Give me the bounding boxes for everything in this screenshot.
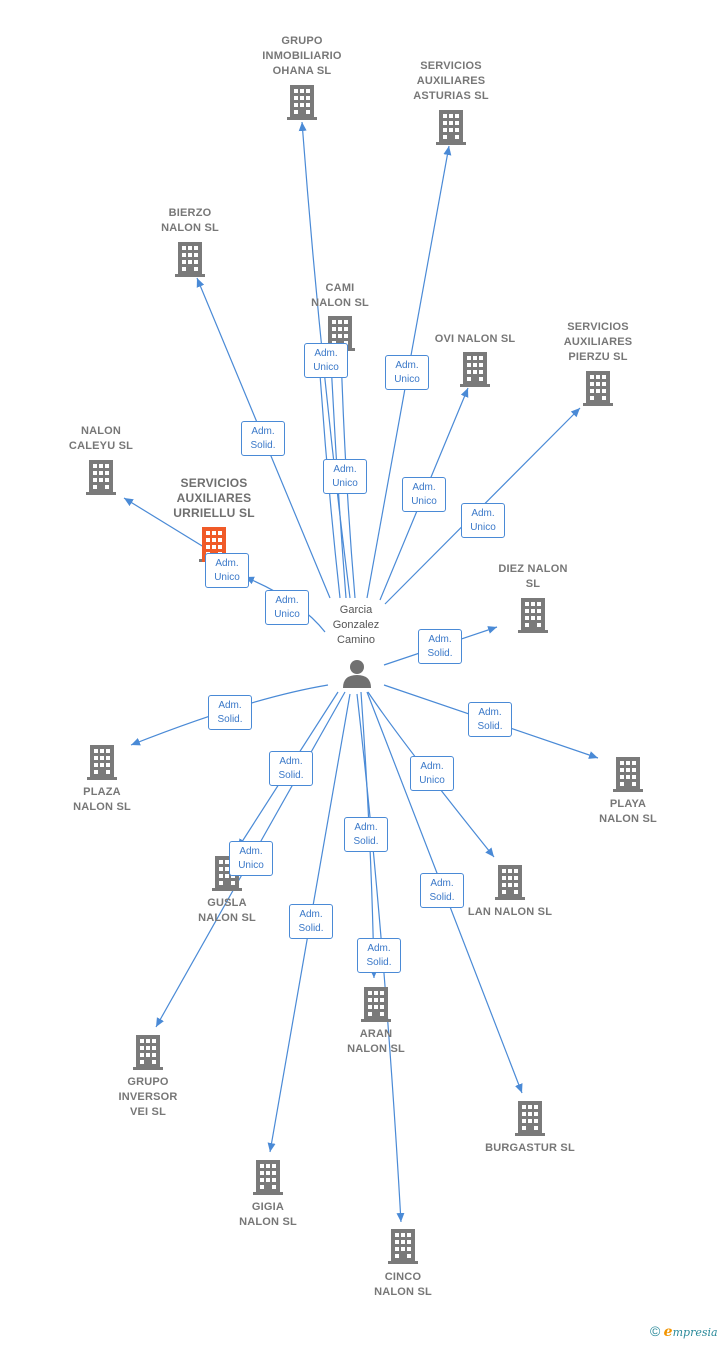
building-icon[interactable] bbox=[388, 1229, 418, 1264]
company-name-plaza-nalon[interactable]: PLAZA NALON SL bbox=[73, 786, 131, 813]
person-name[interactable]: Garcia Gonzalez Camino bbox=[332, 604, 380, 646]
relation-label-grupo-inversor-vei[interactable]: Adm. Unico bbox=[229, 841, 273, 876]
company-name-lan-nalon[interactable]: LAN NALON SL bbox=[467, 906, 553, 918]
building-icon[interactable] bbox=[460, 352, 490, 387]
building-icon[interactable] bbox=[87, 745, 117, 780]
company-name-nalon-caleyu[interactable]: NALON CALEYU SL bbox=[68, 425, 134, 452]
building-icon[interactable] bbox=[253, 1160, 283, 1195]
company-name-servicios-auxiliares-pierzu[interactable]: SERVICIOS AUXILIARES PIERZU SL bbox=[563, 321, 633, 363]
company-name-servicios-auxiliares-urriellu[interactable]: SERVICIOS AUXILIARES URRIELLU SL bbox=[173, 476, 255, 520]
building-icon[interactable] bbox=[583, 371, 613, 406]
company-name-burgastur[interactable]: BURGASTUR SL bbox=[485, 1142, 575, 1154]
company-name-diez-nalon[interactable]: DIEZ NALON SL bbox=[498, 563, 568, 590]
building-icon[interactable] bbox=[436, 110, 466, 145]
relation-label-bierzo-nalon[interactable]: Adm. Solid. bbox=[241, 421, 285, 456]
brand-logo[interactable]: e bbox=[663, 1324, 673, 1340]
copyright-icon: © bbox=[650, 1323, 661, 1339]
building-icon[interactable] bbox=[613, 757, 643, 792]
building-icon[interactable] bbox=[133, 1035, 163, 1070]
edge-nalon-caleyu bbox=[123, 497, 213, 553]
building-icon[interactable] bbox=[518, 598, 548, 633]
company-name-grupo-inmobiliario-ohana[interactable]: GRUPO INMOBILIARIO OHANA SL bbox=[262, 35, 342, 77]
company-name-gigia-nalon[interactable]: GIGIA NALON SL bbox=[239, 1201, 297, 1228]
relation-label-lan-nalon[interactable]: Adm. Unico bbox=[410, 756, 454, 791]
relation-label-servicios-auxiliares-asturias[interactable]: Adm. Unico bbox=[385, 355, 429, 390]
person-icon[interactable] bbox=[343, 660, 371, 688]
relation-label-gigia-nalon[interactable]: Adm. Solid. bbox=[289, 904, 333, 939]
relation-label-grupo-inmobiliario-ohana[interactable]: Adm. Unico bbox=[304, 343, 348, 378]
building-icon[interactable] bbox=[175, 242, 205, 277]
company-name-grupo-inversor-vei[interactable]: GRUPO INVERSOR VEI SL bbox=[118, 1076, 178, 1118]
company-name-servicios-auxiliares-asturias[interactable]: SERVICIOS AUXILIARES ASTURIAS SL bbox=[413, 60, 489, 102]
building-icon[interactable] bbox=[287, 85, 317, 120]
company-name-ovi-nalon[interactable]: OVI NALON SL bbox=[434, 333, 516, 345]
relation-label-burgastur[interactable]: Adm. Solid. bbox=[420, 873, 464, 908]
relation-label-plaza-nalon[interactable]: Adm. Solid. bbox=[208, 695, 252, 730]
relation-label-diez-nalon[interactable]: Adm. Solid. bbox=[418, 629, 462, 664]
company-name-cinco-nalon[interactable]: CINCO NALON SL bbox=[374, 1271, 432, 1298]
building-icon[interactable] bbox=[515, 1101, 545, 1136]
company-name-aran-nalon[interactable]: ARAN NALON SL bbox=[347, 1028, 405, 1055]
relation-label-playa-nalon[interactable]: Adm. Solid. bbox=[468, 702, 512, 737]
relation-label-nalon-caleyu[interactable]: Adm. Unico bbox=[205, 553, 249, 588]
relation-label-cami-nalon[interactable]: Adm. Unico bbox=[323, 459, 367, 494]
brand-name[interactable]: mpresia bbox=[672, 1326, 718, 1339]
building-icon[interactable] bbox=[361, 987, 391, 1022]
relation-label-ovi-nalon[interactable]: Adm. Unico bbox=[402, 477, 446, 512]
company-name-gusla-nalon[interactable]: GUSLA NALON SL bbox=[198, 897, 256, 924]
brand-footer: © empresia bbox=[650, 1323, 728, 1343]
company-name-cami-nalon[interactable]: CAMI NALON SL bbox=[311, 282, 369, 309]
relation-label-gusla-nalon[interactable]: Adm. Solid. bbox=[269, 751, 313, 786]
company-name-playa-nalon[interactable]: PLAYA NALON SL bbox=[599, 798, 657, 825]
relation-label-servicios-auxiliares-pierzu[interactable]: Adm. Unico bbox=[461, 503, 505, 538]
relation-label-servicios-auxiliares-urriellu[interactable]: Adm. Unico bbox=[265, 590, 309, 625]
company-name-bierzo-nalon[interactable]: BIERZO NALON SL bbox=[161, 207, 219, 234]
building-icon[interactable] bbox=[495, 865, 525, 900]
relation-label-cinco-nalon[interactable]: Adm. Solid. bbox=[357, 938, 401, 973]
relation-label-aran-nalon[interactable]: Adm. Solid. bbox=[344, 817, 388, 852]
building-icon[interactable] bbox=[86, 460, 116, 495]
